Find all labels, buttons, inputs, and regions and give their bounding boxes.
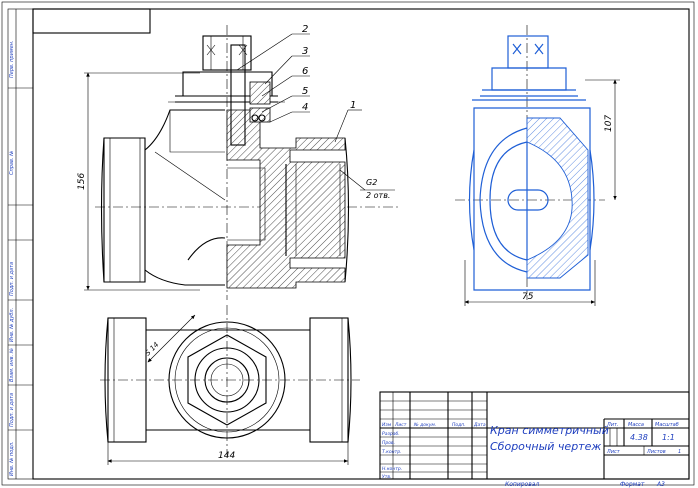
part-number-2: 2 [302,24,308,35]
part-number-6: 6 [302,66,308,77]
top-view: S 14 144 [100,305,360,465]
tb-title-1: Кран симметричный [490,424,609,437]
dim-height: 156 [77,173,87,190]
tb-col-doc: № докум. [413,422,436,428]
thread-count-label: 2 отв. [366,191,390,200]
tb-mass-value: 4.38 [630,433,648,442]
copied-label: Копировал [505,481,539,488]
part-number-4: 4 [302,102,308,113]
stamp-vzam-inv: Взам. инв. № [9,348,15,382]
part-leaders [236,33,395,191]
format-value: A3 [656,481,665,488]
part-number-5: 5 [302,86,308,97]
tb-col-list: Лист [394,422,407,428]
tb-col-podp: Подп. [452,422,466,428]
thread-label: G2 [366,178,377,187]
stamp-inv-dubl: Инв. № дубл. [9,308,15,342]
part-number-1: 1 [350,100,356,111]
stamp-podp-data-2: Подп. и дата [9,393,15,427]
front-view: 2 3 6 5 4 1 G2 2 отв. 156 [77,24,400,300]
side-stamps: Перв. примен. Справ. № Подп. и дата Инв.… [9,40,15,476]
tb-row-nkontr: Н.контр. [382,466,402,472]
tb-scale-value: 1:1 [662,433,675,442]
stamp-perv-primen: Перв. примен. [9,40,15,78]
tb-col-izm: Изм [382,422,392,428]
part-number-3: 3 [302,46,308,57]
stamp-sprav: Справ. № [9,151,15,175]
tb-scale-label: Масштаб [655,422,679,428]
tb-row-prov: Пров. [382,440,395,446]
dim-side-height: 107 [604,115,614,132]
tb-lit: Лит. [606,422,619,428]
tb-sheets-value: 1 [678,449,681,455]
tb-col-date: Дата [473,422,486,428]
tb-row-tkontr: Т.контр. [382,449,402,455]
stamp-podp-data-1: Подп. и дата [9,262,15,296]
tb-sheets-label: Листов [646,449,666,455]
stamp-inv-podl: Инв. № подл. [9,442,15,477]
side-view: 107 75 [455,25,620,306]
tb-mass-label: Масса [628,422,644,428]
dim-side-width: 75 [522,292,534,302]
tb-row-utv: Утв. [382,474,391,480]
tb-row-razrab: Разраб. [382,431,400,437]
tb-title-2: Сборочный чертеж [490,440,601,453]
tb-sheet-label: Лист [606,449,621,455]
title-block: Изм Лист № докум. Подп. Дата Разраб. Про… [379,391,690,480]
dim-length: 144 [218,451,235,461]
format-label: Формат [620,481,645,488]
